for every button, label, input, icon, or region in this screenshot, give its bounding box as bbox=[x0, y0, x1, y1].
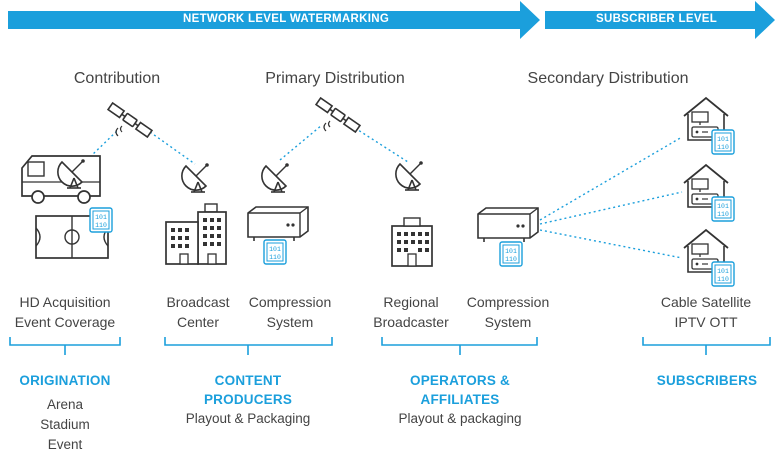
stage-secondary-distribution: Secondary Distribution bbox=[527, 70, 689, 87]
stage-primary-distribution: Primary Distribution bbox=[265, 70, 405, 87]
satellite-icon bbox=[315, 97, 361, 133]
category-subscribers: SUBSCRIBERS bbox=[656, 373, 758, 388]
watermark-chip-icon bbox=[711, 129, 735, 155]
watermark-chip-icon bbox=[711, 196, 735, 222]
subscriber-level-arrow bbox=[545, 1, 775, 39]
network-level-label: NETWORK LEVEL WATERMARKING bbox=[183, 13, 390, 25]
encoder-box-icon bbox=[477, 207, 539, 243]
group-brackets bbox=[9, 337, 771, 355]
watermark-chip-icon bbox=[499, 241, 523, 267]
category-operators-affiliates: OPERATORS & AFFILIATES Playout & packagi… bbox=[398, 373, 522, 426]
watermark-chip-icon bbox=[89, 207, 113, 233]
category-content-producers: CONTENT PRODUCERS Playout & Packaging bbox=[185, 373, 311, 426]
building-icon bbox=[165, 203, 227, 265]
satellite-dish-icon bbox=[181, 162, 210, 193]
building-icon bbox=[391, 217, 433, 267]
satellite-dish-icon bbox=[261, 162, 290, 193]
encoder-box-icon bbox=[247, 206, 309, 242]
signal-beams bbox=[89, 124, 683, 259]
satellite-icon bbox=[107, 102, 153, 138]
network-level-arrow bbox=[8, 1, 540, 39]
watermark-chip-icon bbox=[263, 239, 287, 265]
watermark-chip-icon bbox=[711, 261, 735, 287]
subscriber-level-label: SUBSCRIBER LEVEL bbox=[596, 13, 718, 25]
stage-contribution: Contribution bbox=[73, 70, 161, 87]
satellite-dish-icon bbox=[395, 160, 424, 191]
category-origination: ORIGINATION Arena Stadium Event bbox=[19, 373, 111, 452]
